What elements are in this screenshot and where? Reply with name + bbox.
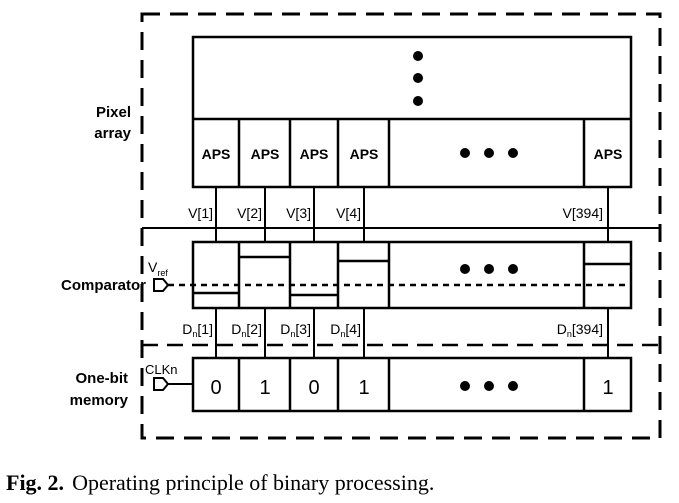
horizontal-ellipsis-dot (484, 148, 494, 158)
memory-bit: 1 (602, 377, 613, 399)
clk-input-arrow (153, 377, 170, 391)
voltage-label: V[2] (237, 205, 262, 221)
digital-output-label: Dn[394] (557, 321, 603, 339)
aps-label: APS (350, 146, 379, 162)
voltage-label: V[394] (563, 205, 603, 221)
memory-label: memory (70, 392, 129, 409)
horizontal-ellipsis-dot (460, 264, 470, 274)
aps-label: APS (202, 146, 231, 162)
memory-label: One-bit (76, 370, 129, 387)
vertical-ellipsis-dot (413, 96, 423, 106)
digital-output-label: Dn[3] (280, 321, 311, 339)
horizontal-ellipsis-dot (484, 264, 494, 274)
horizontal-ellipsis-dot (460, 381, 470, 391)
memory-block (191, 356, 633, 413)
voltage-label: V[1] (188, 205, 213, 221)
horizontal-ellipsis-dot (460, 148, 470, 158)
digital-output-label: Dn[4] (330, 321, 361, 339)
aps-label: APS (251, 146, 280, 162)
vertical-ellipsis-dot (413, 51, 423, 61)
pixel-array-block (191, 35, 633, 189)
horizontal-ellipsis-dot (484, 381, 494, 391)
aps-label: APS (594, 146, 623, 162)
comparator-label: Comparator (61, 277, 146, 294)
clk-label: CLKn (145, 362, 178, 377)
memory-bit: 1 (259, 377, 270, 399)
figure-caption: Fig. 2.Operating principle of binary pro… (6, 470, 434, 495)
vertical-ellipsis-dot (413, 73, 423, 83)
memory-bit: 1 (358, 377, 369, 399)
voltage-label: V[3] (286, 205, 311, 221)
digital-output-label: Dn[2] (231, 321, 262, 339)
aps-label: APS (300, 146, 329, 162)
memory-bit: 0 (210, 377, 221, 399)
horizontal-ellipsis-dot (508, 264, 518, 274)
voltage-label: V[4] (336, 205, 361, 221)
horizontal-ellipsis-dot (508, 381, 518, 391)
comparator-block (191, 240, 633, 310)
digital-output-label: Dn[1] (182, 321, 213, 339)
vref-input-arrow (153, 278, 170, 292)
pixel-array-label: array (94, 125, 131, 142)
pixel-array-label: Pixel (96, 104, 131, 121)
outer-dashed-boundary (140, 12, 662, 440)
horizontal-ellipsis-dot (508, 148, 518, 158)
memory-bit: 0 (308, 377, 319, 399)
vref-label: Vref (148, 259, 168, 278)
